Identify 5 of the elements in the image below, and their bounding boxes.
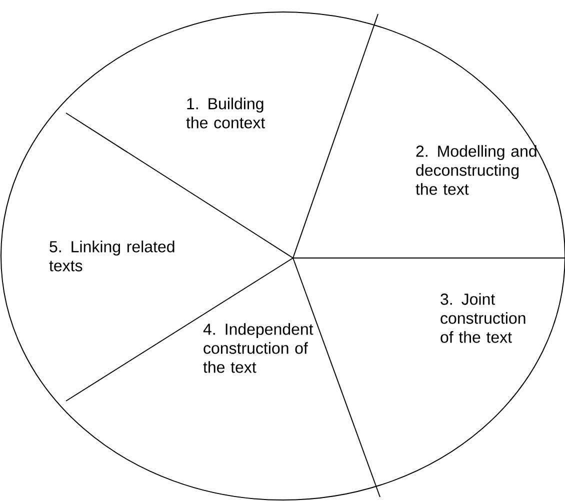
sector-label: 5. Linking related texts xyxy=(49,240,174,272)
sector-label: 4. Independent construction of the text xyxy=(203,323,314,373)
sector-label: 3. Joint construction of the text xyxy=(440,293,526,343)
sector-label: 2. Modelling and deconstructing the text xyxy=(416,145,536,195)
sector-label: 1. Building the context xyxy=(186,98,266,128)
